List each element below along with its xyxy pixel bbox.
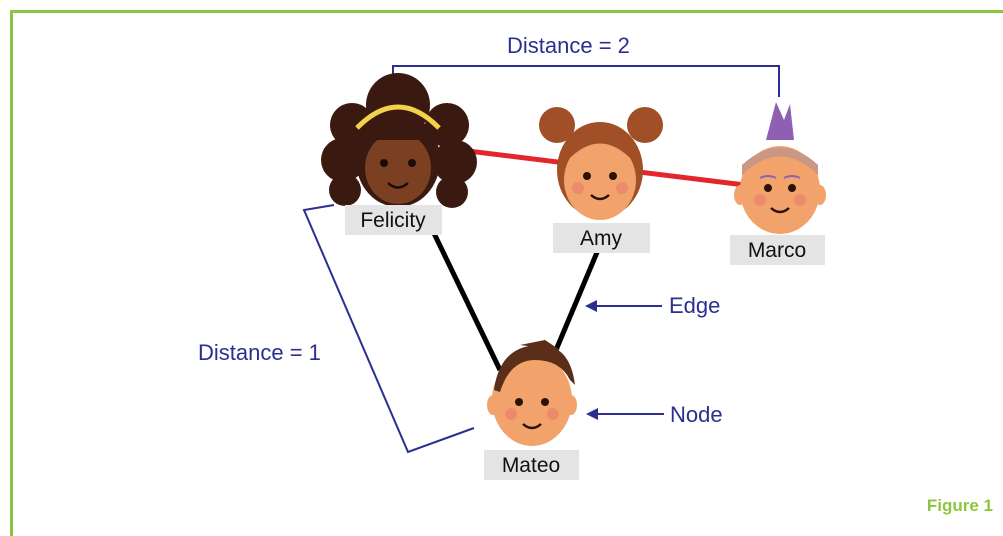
distance-1-label: Distance = 1 [198, 340, 321, 365]
marco-label: Marco [748, 239, 806, 262]
edge-arrow-head [585, 300, 597, 312]
edge-amy-mateo [553, 249, 601, 351]
node-amy: Amy [539, 107, 663, 253]
node-annotation-label: Node [670, 402, 723, 427]
edge-felicity-mateo [427, 223, 503, 372]
amy-avatar [539, 107, 663, 220]
distance-1-bracket [302, 204, 475, 454]
distance-2-bracket [392, 65, 780, 97]
node-felicity: Felicity [321, 73, 477, 235]
mateo-label: Mateo [502, 454, 560, 477]
node-marco: Marco [730, 102, 826, 265]
edge-annotation-label: Edge [669, 293, 720, 318]
node-mateo: Mateo [484, 340, 579, 480]
mateo-avatar [487, 340, 577, 446]
marco-avatar [734, 102, 826, 234]
amy-label: Amy [580, 227, 623, 250]
node-arrow-head [586, 408, 598, 420]
distance-2-label: Distance = 2 [507, 33, 630, 58]
figure-frame [10, 10, 1003, 536]
figure-label: Figure 1 [926, 496, 993, 515]
felicity-label: Felicity [360, 209, 426, 232]
felicity-avatar [321, 73, 477, 208]
